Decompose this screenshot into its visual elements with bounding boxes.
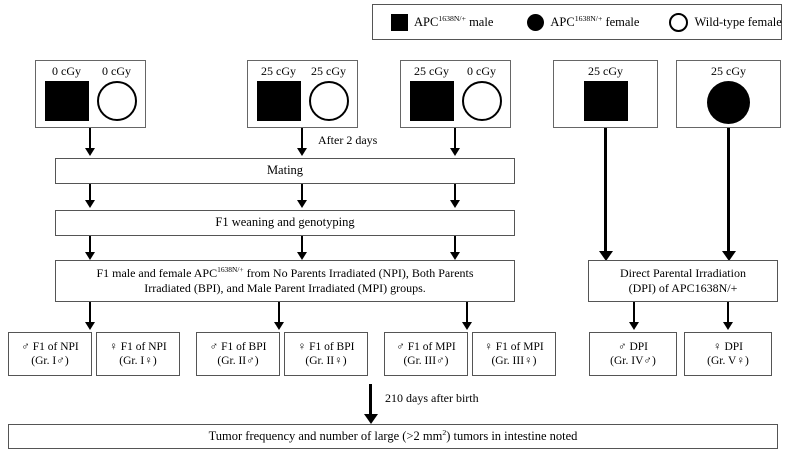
parent-female-mpi: 0 cGy [461, 64, 502, 121]
filled-circle-icon [707, 81, 750, 124]
connector-line [604, 128, 608, 253]
parent-box-dpi-female: 25 cGy [676, 60, 781, 128]
arrow-head-icon [450, 148, 460, 156]
parent-male-bpi: 25 cGy [256, 64, 301, 121]
filled-square-icon [583, 81, 628, 121]
connector-line [454, 236, 457, 254]
parent-male-mpi: 25 cGy [409, 64, 454, 121]
group-box-dpi-female: ♀ DPI(Gr. V♀) [684, 332, 772, 376]
dpi-box: Direct Parental Irradiation (DPI) of APC… [588, 260, 778, 302]
legend-item-apc-male: APC1638N/+ male [391, 13, 494, 31]
connector-line [369, 384, 373, 416]
parent-box-npi: 0 cGy 0 cGy [35, 60, 146, 128]
legend-item-apc-female: APC1638N/+ female [527, 13, 640, 31]
connector-line [89, 128, 92, 150]
after-two-days-note: After 2 days [318, 133, 378, 147]
dose-label: 25 cGy [711, 64, 746, 78]
connector-line [278, 302, 281, 324]
filled-circle-icon [527, 13, 545, 31]
open-circle-icon [308, 81, 349, 121]
direct-parent-female: 25 cGy [707, 65, 750, 124]
f1-description-text: F1 male and female APC1638N/+ from No Pa… [96, 265, 474, 295]
dose-label: 25 cGy [414, 64, 449, 78]
legend-item-wild-type-female: Wild-type female [669, 12, 782, 32]
connector-line [301, 236, 304, 254]
connector-line [89, 302, 92, 324]
weaning-box: F1 weaning and genotyping [55, 210, 515, 236]
parent-box-dpi-male: 25 cGy [553, 60, 658, 128]
connector-line [454, 128, 457, 150]
connector-line [89, 184, 92, 202]
dose-label: 0 cGy [52, 64, 81, 78]
parent-female-bpi: 25 cGy [308, 64, 349, 121]
group-box-bpi-male: ♂ F1 of BPI(Gr. II♂) [196, 332, 280, 376]
days-after-birth-note: 210 days after birth [385, 391, 479, 405]
group-box-mpi-male: ♂ F1 of MPI(Gr. III♂) [384, 332, 468, 376]
dpi-text: Direct Parental Irradiation (DPI) of APC… [620, 266, 746, 295]
arrow-head-icon [599, 251, 613, 261]
arrow-head-icon [450, 252, 460, 260]
group-box-mpi-female: ♀ F1 of MPI(Gr. III♀) [472, 332, 556, 376]
mating-box: Mating [55, 158, 515, 184]
arrow-head-icon [297, 200, 307, 208]
arrow-head-icon [297, 148, 307, 156]
arrow-head-icon [723, 322, 733, 330]
arrow-head-icon [85, 148, 95, 156]
arrow-head-icon [722, 251, 736, 261]
arrow-head-icon [85, 252, 95, 260]
outcome-label: Tumor frequency and number of large (>2 … [208, 427, 578, 443]
connector-line [89, 236, 92, 254]
connector-line [301, 128, 304, 150]
connector-line [727, 128, 731, 253]
group-box-npi-male: ♂ F1 of NPI(Gr. I♂) [8, 332, 92, 376]
mating-label: Mating [266, 163, 304, 178]
legend-label-wild-type-female: Wild-type female [694, 14, 782, 29]
open-circle-icon [669, 12, 689, 32]
open-circle-icon [96, 81, 137, 121]
connector-line [301, 184, 304, 202]
direct-parent-male: 25 cGy [583, 64, 628, 121]
dose-label: 25 cGy [311, 64, 346, 78]
filled-square-icon [256, 81, 301, 121]
dose-label: 0 cGy [467, 64, 496, 78]
filled-square-icon [409, 81, 454, 121]
arrow-head-icon [297, 252, 307, 260]
arrow-head-icon [462, 322, 472, 330]
parent-female-npi: 0 cGy [96, 64, 137, 121]
connector-line [466, 302, 469, 324]
arrow-head-icon [629, 322, 639, 330]
open-circle-icon [461, 81, 502, 121]
legend-label-apc-male: APC1638N/+ male [414, 13, 494, 29]
outcome-box: Tumor frequency and number of large (>2 … [8, 424, 778, 449]
dose-label: 25 cGy [588, 64, 623, 78]
group-box-bpi-female: ♀ F1 of BPI(Gr. II♀) [284, 332, 368, 376]
arrow-head-icon [450, 200, 460, 208]
legend-panel: APC1638N/+ male APC1638N/+ female Wild-t… [372, 4, 782, 40]
connector-line [454, 184, 457, 202]
arrow-head-icon [364, 414, 378, 424]
dose-label: 0 cGy [102, 64, 131, 78]
group-box-dpi-male: ♂ DPI(Gr. IV♂) [589, 332, 677, 376]
parent-box-bpi: 25 cGy 25 cGy [247, 60, 358, 128]
connector-line [633, 302, 636, 324]
legend-label-apc-female: APC1638N/+ female [550, 13, 640, 29]
parent-male-npi: 0 cGy [44, 64, 89, 121]
arrow-head-icon [85, 200, 95, 208]
weaning-label: F1 weaning and genotyping [215, 215, 355, 230]
dose-label: 25 cGy [261, 64, 296, 78]
parent-box-mpi: 25 cGy 0 cGy [400, 60, 511, 128]
connector-line [727, 302, 730, 324]
group-box-npi-female: ♀ F1 of NPI(Gr. I♀) [96, 332, 180, 376]
arrow-head-icon [85, 322, 95, 330]
arrow-head-icon [274, 322, 284, 330]
filled-square-icon [391, 13, 408, 31]
filled-square-icon [44, 81, 89, 121]
f1-description-box: F1 male and female APC1638N/+ from No Pa… [55, 260, 515, 302]
